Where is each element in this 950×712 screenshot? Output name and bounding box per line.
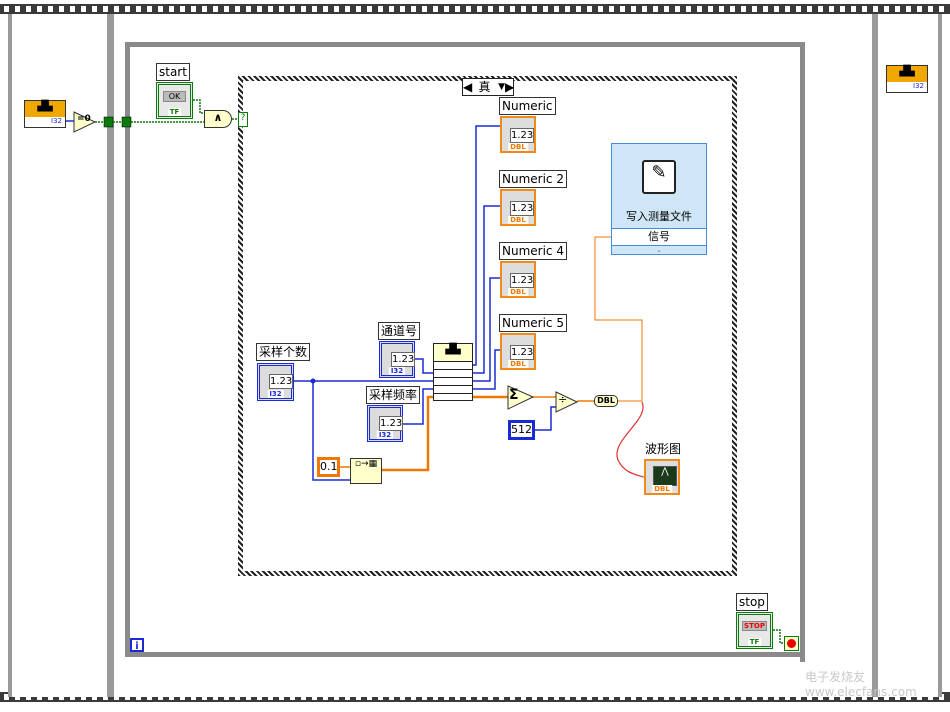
- watermark: 电子发烧友 www.elecfans.com: [805, 670, 917, 699]
- dropdown-arrow-icon[interactable]: ▼: [498, 82, 505, 92]
- stop-label: stop: [736, 593, 768, 611]
- and-gate[interactable]: ∧: [204, 110, 232, 128]
- int-wire: [535, 406, 556, 431]
- while-loop[interactable]: [125, 42, 805, 657]
- int-wire: [473, 349, 500, 390]
- waveform-graph-type: DBL: [652, 485, 672, 493]
- cluster-type: I32: [887, 82, 927, 92]
- waveform-graph-indicator[interactable]: ⋀ DBL: [644, 459, 680, 495]
- int-wire: [415, 358, 434, 374]
- numeric-type: DBL: [508, 143, 528, 151]
- divisor-constant[interactable]: 512: [508, 420, 535, 440]
- write-file-icon: ✎: [642, 160, 676, 194]
- increment-arrow-icon[interactable]: ▶: [505, 80, 515, 94]
- numeric-label: Numeric: [499, 97, 556, 115]
- array-wire: [382, 395, 434, 472]
- numeric-5-value: 1.23: [510, 345, 534, 360]
- channel-value: 1.23: [391, 352, 415, 367]
- int-wire: [473, 125, 500, 366]
- cluster-icon: ▟▙: [899, 66, 915, 77]
- start-button-terminal[interactable]: OK TF: [156, 82, 193, 119]
- dt-constant[interactable]: 0.1: [317, 457, 340, 477]
- case-selector[interactable]: ◀ 真 ▼ ▶: [462, 78, 514, 96]
- int-wire: [312, 381, 350, 481]
- expand-chevron-icon[interactable]: ⌄: [656, 246, 662, 254]
- sample-count-type: I32: [267, 390, 284, 398]
- divide-symbol: ÷: [558, 393, 568, 406]
- express-vi-title: 写入测量文件: [626, 210, 692, 223]
- to-double-node[interactable]: DBL: [594, 395, 618, 407]
- dynamic-wire: [616, 401, 647, 479]
- cluster-icon: ▟▙: [434, 344, 472, 362]
- start-label: start: [156, 63, 190, 81]
- cluster-constant-left[interactable]: ▟▙ I32: [24, 100, 66, 128]
- array-icon: ▫→▦: [354, 459, 378, 469]
- case-selector-terminal[interactable]: ?: [238, 112, 248, 127]
- bool-wire: [773, 629, 785, 644]
- sequence-frame-3: [874, 14, 942, 697]
- stop-type: TF: [747, 638, 762, 646]
- dbl-wire: [594, 236, 643, 402]
- sample-count-value: 1.23: [269, 374, 293, 389]
- equal-zero-label: =0: [77, 114, 91, 124]
- waveform-graph-label: 波形图: [643, 441, 684, 457]
- stop-condition-icon: [787, 639, 796, 648]
- sample-count-label: 采样个数: [256, 343, 311, 361]
- sum-array-node[interactable]: [507, 385, 534, 410]
- divide-node[interactable]: [555, 391, 578, 413]
- bool-wire: [193, 99, 204, 114]
- sample-rate-label: 采样频率: [366, 386, 421, 404]
- write-measurement-file-express-vi[interactable]: ✎ 写入测量文件 信号 ⌄: [611, 143, 707, 255]
- iteration-terminal: i: [130, 638, 144, 652]
- cluster-type: I32: [25, 117, 65, 127]
- numeric-5-type: DBL: [508, 360, 528, 368]
- numeric-4-type: DBL: [508, 288, 528, 296]
- cluster-constant-right[interactable]: ▟▙ I32: [886, 65, 928, 93]
- graph-icon: ⋀: [653, 466, 677, 486]
- int-wire: [473, 277, 500, 382]
- shift-tunnel-left: [103, 116, 114, 128]
- stop-button-terminal[interactable]: STOP TF: [736, 612, 773, 649]
- numeric-value: 1.23: [510, 128, 534, 143]
- express-vi-input-signal[interactable]: 信号: [612, 228, 706, 246]
- while-loop-right-edge: [800, 42, 805, 662]
- numeric-2-value: 1.23: [510, 201, 534, 216]
- decrement-arrow-icon[interactable]: ◀: [463, 80, 473, 94]
- start-type: TF: [167, 108, 182, 116]
- equal-zero-node[interactable]: [73, 111, 97, 133]
- sum-symbol: Σ: [509, 387, 519, 403]
- initialize-array-node[interactable]: ▫→▦: [350, 458, 382, 484]
- unbundle-by-name-node[interactable]: ▟▙: [433, 343, 473, 401]
- int-wire: [473, 205, 500, 374]
- cluster-icon: ▟▙: [37, 101, 53, 112]
- sample-rate-type: I32: [376, 431, 394, 439]
- wire-junction: [310, 378, 316, 384]
- numeric-5-label: Numeric 5: [499, 314, 567, 332]
- numeric-4-value: 1.23: [510, 273, 534, 288]
- start-button-text: OK: [163, 91, 186, 102]
- case-selector-value: 真: [478, 80, 491, 94]
- loop-condition-terminal[interactable]: [784, 636, 799, 651]
- channel-label: 通道号: [378, 322, 421, 340]
- numeric-2-label: Numeric 2: [499, 170, 567, 188]
- sequence-top-border: [0, 4, 950, 14]
- numeric-2-type: DBL: [508, 216, 528, 224]
- stop-button-text: STOP: [742, 621, 767, 631]
- channel-type: I32: [388, 367, 406, 375]
- int-wire: [403, 388, 434, 425]
- numeric-4-label: Numeric 4: [499, 242, 567, 260]
- sample-rate-value: 1.23: [379, 416, 403, 431]
- bundle-terminals: [434, 362, 472, 400]
- shift-tunnel-right: [121, 116, 132, 128]
